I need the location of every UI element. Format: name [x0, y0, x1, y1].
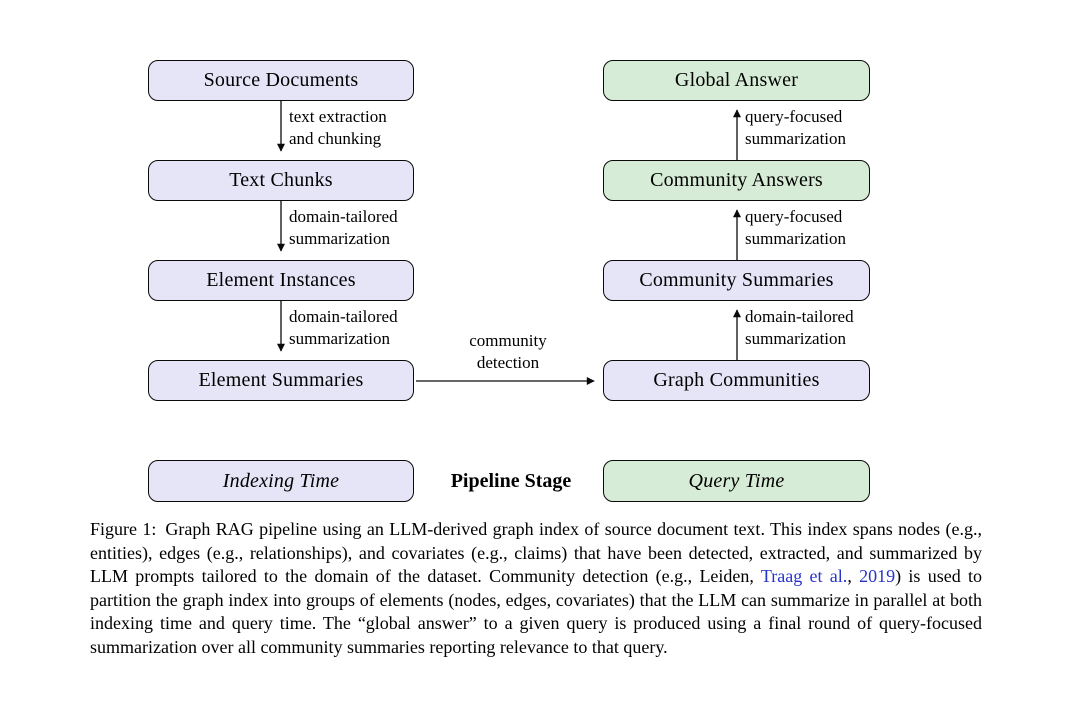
legend-pipeline-stage-label: Pipeline Stage [450, 469, 572, 492]
edge-label-line: domain-tailored [289, 307, 398, 326]
edge-label-line: summarization [745, 329, 847, 348]
edge-label-query-focused-1: query-focused summarization [745, 206, 846, 250]
edge-label-line: community [469, 331, 547, 350]
edge-label-line: summarization [289, 329, 391, 348]
edge-label-domain-tailored-2: domain-tailored summarization [289, 306, 398, 350]
node-graph-communities: Graph Communities [603, 360, 870, 401]
node-element-instances: Element Instances [148, 260, 414, 301]
edge-label-line: summarization [289, 229, 391, 248]
node-community-answers: Community Answers [603, 160, 870, 201]
citation-link-traag[interactable]: Traag et al. [760, 566, 848, 586]
node-element-summaries: Element Summaries [148, 360, 414, 401]
edge-label-domain-tailored-3: domain-tailored summarization [745, 306, 854, 350]
edge-label-line: summarization [745, 129, 847, 148]
edge-label-line: summarization [745, 229, 847, 248]
node-text-chunks: Text Chunks [148, 160, 414, 201]
edge-label-line: query-focused [745, 107, 843, 126]
citation-link-2019[interactable]: 2019 [859, 566, 896, 586]
edge-label-text-extraction: text extraction and chunking [289, 106, 387, 150]
edge-label-domain-tailored-1: domain-tailored summarization [289, 206, 398, 250]
edge-label-community-detection: community detection [443, 330, 573, 374]
node-community-summaries: Community Summaries [603, 260, 870, 301]
edge-label-line: domain-tailored [745, 307, 854, 326]
caption-text-after: ) is used to partition the graph index i… [90, 566, 982, 657]
edge-label-line: detection [476, 353, 540, 372]
node-source-documents: Source Documents [148, 60, 414, 101]
edge-label-line: and chunking [289, 129, 382, 148]
edge-label-query-focused-2: query-focused summarization [745, 106, 846, 150]
edge-label-line: query-focused [745, 207, 843, 226]
edge-label-line: domain-tailored [289, 207, 398, 226]
node-global-answer: Global Answer [603, 60, 870, 101]
caption-citation-separator: , [847, 566, 860, 586]
figure-caption: Figure 1: Graph RAG pipeline using an LL… [90, 518, 982, 659]
legend-query-time: Query Time [603, 460, 870, 502]
edge-label-line: text extraction [289, 107, 387, 126]
arrow-connectors [277, 101, 741, 385]
caption-text-before: Figure 1: Graph RAG pipeline using an LL… [90, 519, 982, 586]
legend-indexing-time: Indexing Time [148, 460, 414, 502]
